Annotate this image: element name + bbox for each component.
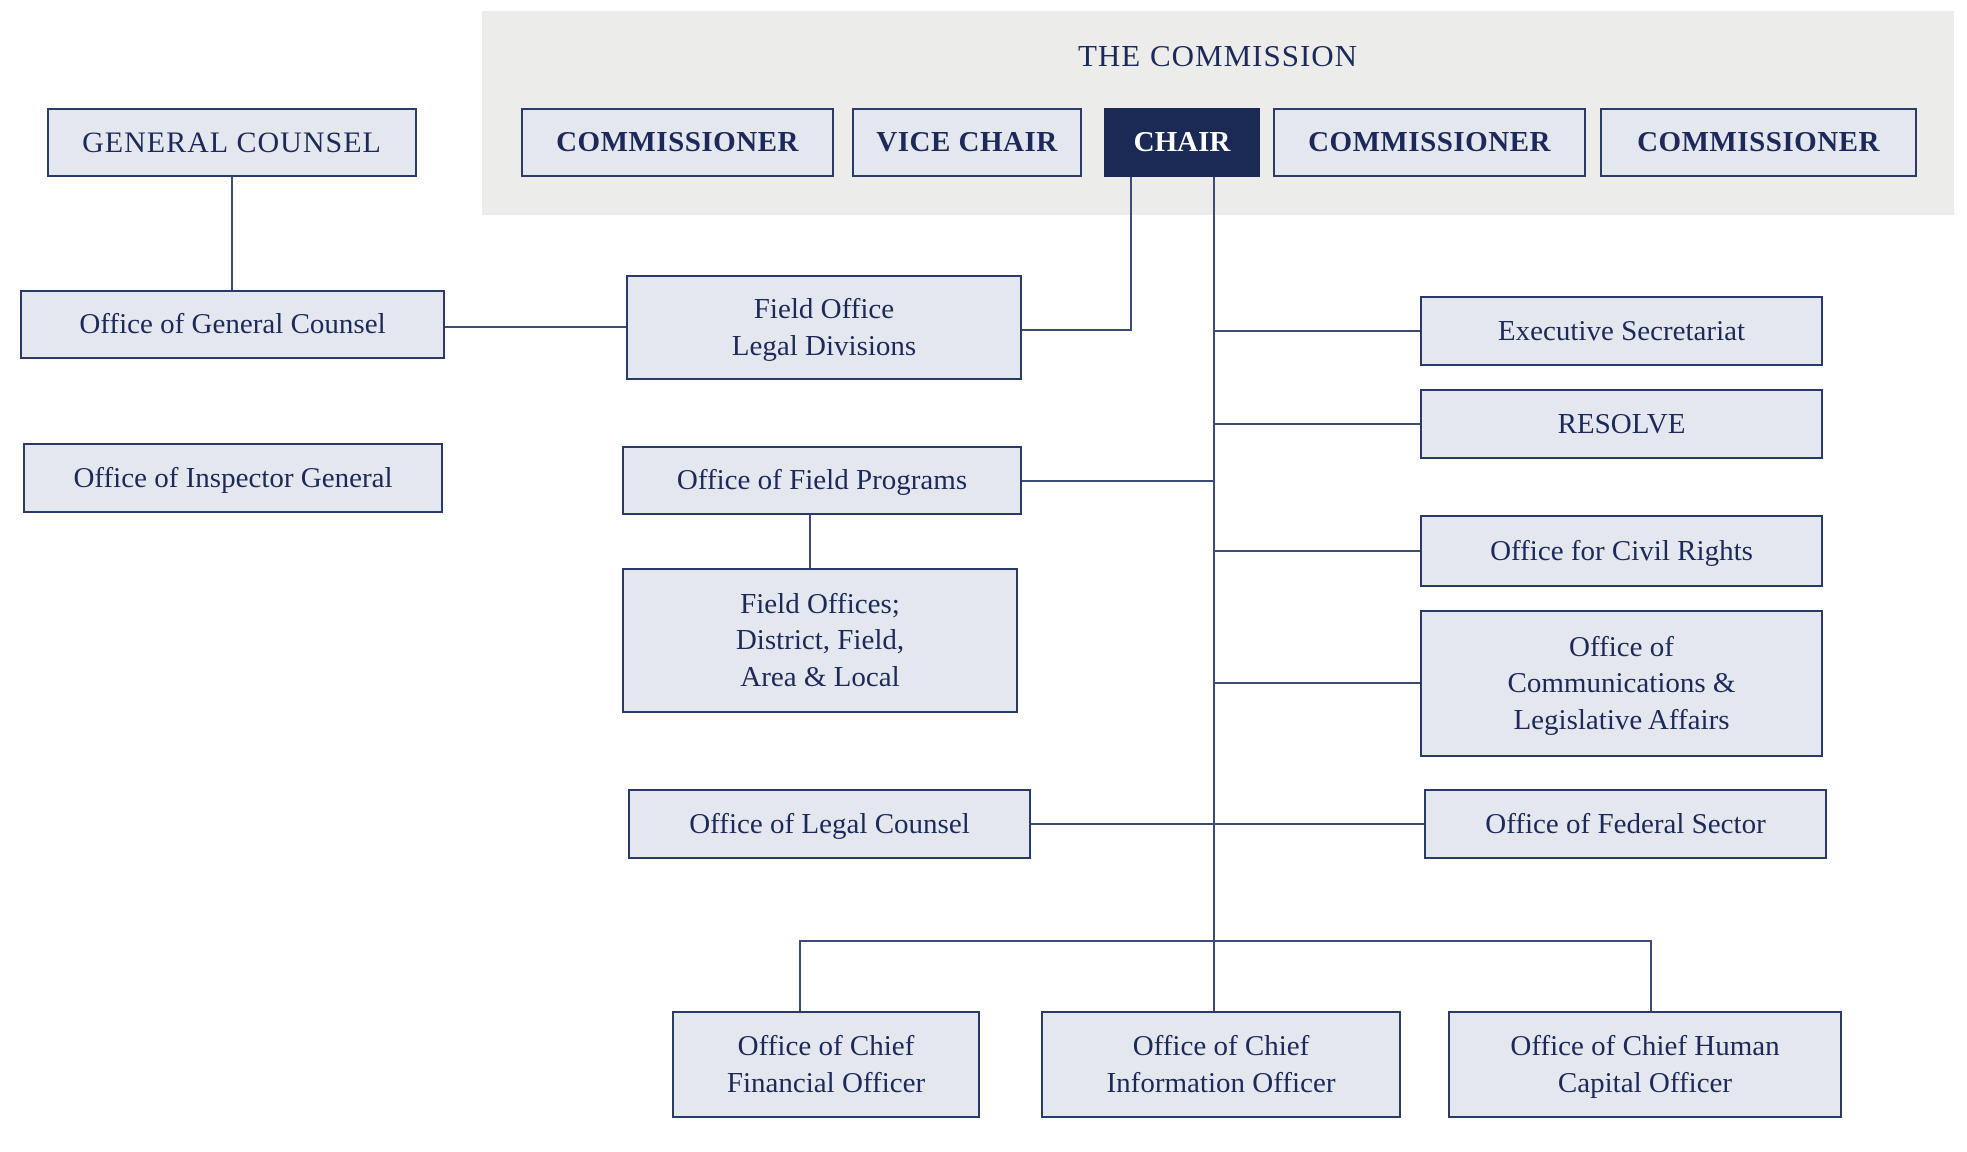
org-box-vice-chair: VICE CHAIR [852, 108, 1082, 177]
connector-legal-counsel-to-federal-sector [1031, 823, 1424, 825]
org-box-field-offices: Field Offices; District, Field, Area & L… [622, 568, 1018, 713]
connector-field-programs-to-trunk [1022, 480, 1215, 482]
connector-to-executive-secretariat [1213, 330, 1420, 332]
commission-band-title: THE COMMISSION [1077, 38, 1359, 73]
connector-chco-drop [1650, 940, 1652, 1011]
connector-field-office-legal-attach [1022, 329, 1132, 331]
connector-to-communications [1213, 682, 1420, 684]
org-box-office-of-communications-legislative-affairs: Office of Communications & Legislative A… [1420, 610, 1823, 757]
org-box-commissioner-2: COMMISSIONER [1273, 108, 1586, 177]
org-box-office-of-federal-sector: Office of Federal Sector [1424, 789, 1827, 859]
org-box-field-office-legal-divisions: Field Office Legal Divisions [626, 275, 1022, 380]
org-box-general-counsel: GENERAL COUNSEL [47, 108, 417, 177]
org-box-executive-secretariat: Executive Secretariat [1420, 296, 1823, 366]
org-box-office-of-chief-human-capital-officer: Office of Chief Human Capital Officer [1448, 1011, 1842, 1118]
org-box-office-of-inspector-general: Office of Inspector General [23, 443, 443, 513]
connector-to-resolve [1213, 423, 1420, 425]
connector-field-programs-drop [809, 515, 811, 568]
org-box-office-of-legal-counsel: Office of Legal Counsel [628, 789, 1031, 859]
org-box-office-of-chief-information-officer: Office of Chief Information Officer [1041, 1011, 1401, 1118]
connector-chair-trunk [1213, 177, 1215, 1011]
connector-general-counsel-drop [231, 177, 233, 290]
org-box-commissioner-1: COMMISSIONER [521, 108, 834, 177]
org-box-commissioner-3: COMMISSIONER [1600, 108, 1917, 177]
org-box-chair: CHAIR [1104, 108, 1260, 177]
connector-cfo-drop [799, 940, 801, 1011]
org-box-office-of-field-programs: Office of Field Programs [622, 446, 1022, 515]
connector-to-civil-rights [1213, 550, 1420, 552]
connector-bottom-distribution [799, 940, 1652, 942]
connector-ogc-to-field-office-legal [445, 326, 626, 328]
org-box-office-for-civil-rights: Office for Civil Rights [1420, 515, 1823, 587]
org-box-office-of-general-counsel: Office of General Counsel [20, 290, 445, 359]
org-box-office-of-chief-financial-officer: Office of Chief Financial Officer [672, 1011, 980, 1118]
connector-chair-left-drop [1130, 177, 1132, 331]
org-box-resolve: RESOLVE [1420, 389, 1823, 459]
